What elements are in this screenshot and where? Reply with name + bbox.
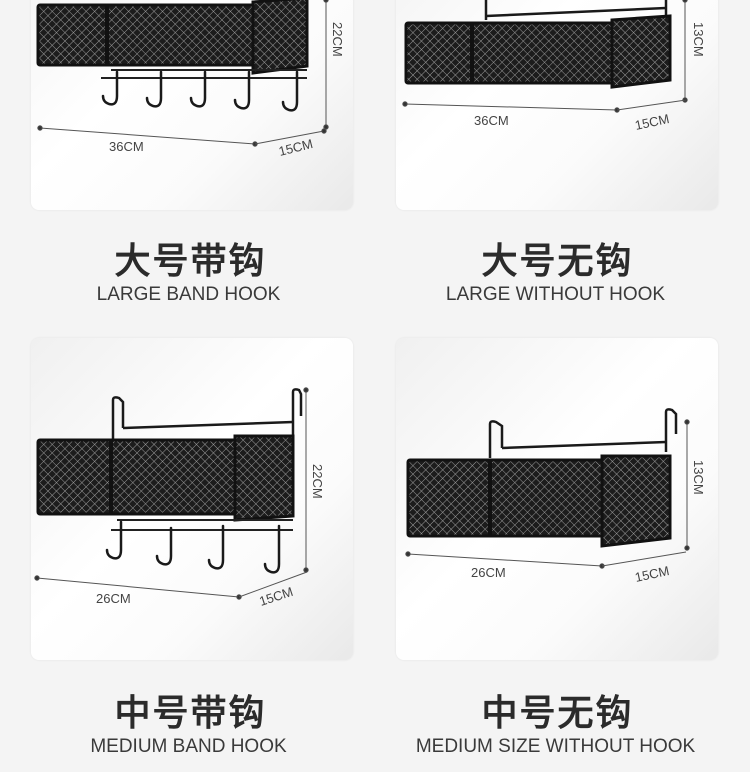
depth-label: 15CM	[277, 136, 314, 159]
width-label: 36CM	[474, 113, 509, 128]
product-card-large-band-hook: 36CM 15CM 22CM	[31, 0, 353, 210]
product-title-cn: 中号无钩	[481, 693, 634, 734]
shelf-illustration: 26CM 15CM 13CM	[405, 408, 706, 585]
depth-label: 15CM	[634, 563, 671, 585]
height-label: 22CM	[310, 464, 325, 499]
product-title-en: MEDIUM SIZE WITHOUT HOOK	[415, 736, 696, 757]
width-label: 36CM	[109, 139, 144, 154]
height-label: 13CM	[691, 22, 706, 57]
shelf-illustration: 26CM 15CM 22CM	[34, 387, 325, 609]
shelf-illustration: 36CM 15CM 22CM	[36, 0, 345, 159]
width-label: 26CM	[96, 591, 131, 606]
product-title-cn: 中号带钩	[114, 693, 267, 734]
product-title-cn: 大号无钩	[481, 241, 634, 282]
product-title-en: LARGE WITHOUT HOOK	[445, 284, 666, 305]
product-title-cn: 大号带钩	[114, 241, 267, 282]
depth-label: 15CM	[257, 584, 295, 609]
product-title-en: LARGE BAND HOOK	[96, 284, 281, 305]
depth-label: 15CM	[634, 111, 671, 133]
product-title-en: MEDIUM BAND HOOK	[90, 736, 287, 757]
product-card-large-without-hook: 36CM 15CM 13CM	[396, 0, 718, 210]
product-card-medium-without-hook: 26CM 15CM 13CM	[396, 338, 718, 660]
shelf-illustration: 36CM 15CM 13CM	[402, 0, 706, 133]
height-label: 13CM	[691, 460, 706, 495]
width-label: 26CM	[471, 565, 506, 580]
height-label: 22CM	[330, 22, 345, 57]
product-card-medium-band-hook: 26CM 15CM 22CM	[31, 338, 353, 660]
